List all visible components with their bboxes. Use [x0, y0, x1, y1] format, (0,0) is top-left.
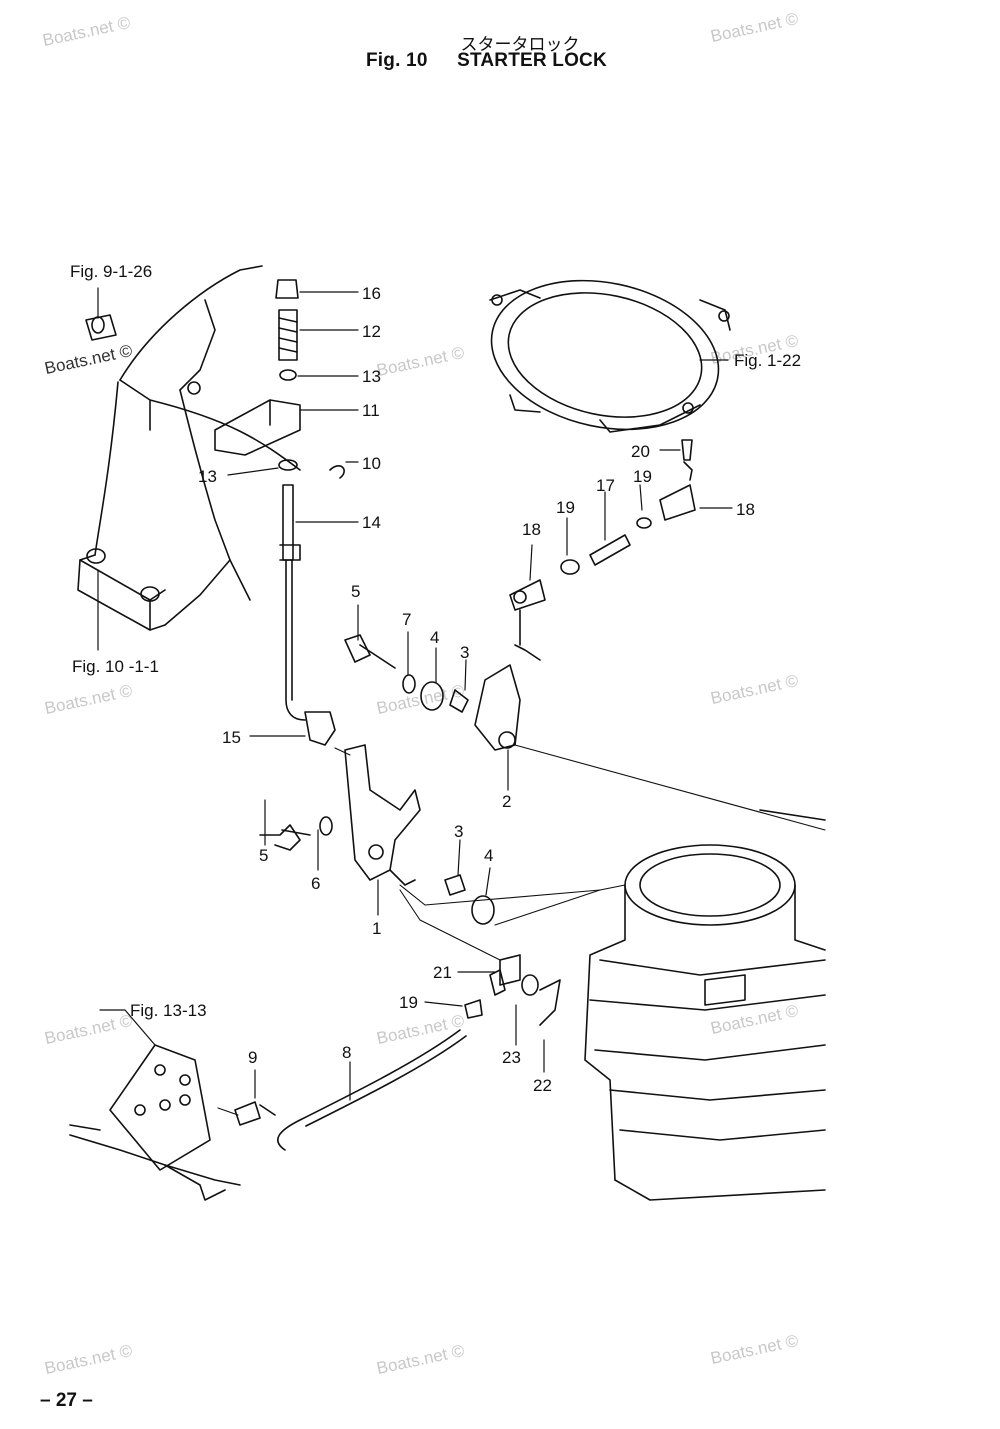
callout-8: 8	[342, 1043, 352, 1062]
figure-number: Fig. 10	[366, 50, 428, 71]
callout-16: 16	[362, 284, 381, 303]
callout-11: 11	[362, 401, 380, 420]
bracket-1-assembly	[259, 711, 421, 886]
callout-18: 18	[736, 500, 755, 519]
callout-19: 19	[399, 993, 418, 1012]
callout-1: 1	[372, 919, 382, 938]
figure-name: STARTER LOCK	[457, 50, 607, 71]
callout-19: 19	[633, 467, 652, 486]
bolt-stack-upper	[344, 634, 541, 751]
callout-23: 23	[502, 1048, 521, 1067]
reference-fig-1-22: Fig. 1-22	[734, 351, 802, 370]
upper-right-linkage	[509, 439, 696, 646]
callout-10: 10	[362, 454, 381, 473]
callout-18: 18	[522, 520, 541, 539]
title-japanese: スタータロック	[460, 35, 580, 55]
callout-6: 6	[311, 874, 321, 893]
callout-21: 21	[433, 963, 452, 982]
engine-block-outline	[584, 809, 826, 1201]
upper-lever-assembly	[214, 279, 345, 721]
callout-15: 15	[222, 728, 241, 747]
leader-lines	[97, 287, 733, 1101]
callout-3: 3	[454, 822, 464, 841]
figure-title: Fig. 10 STARTER LOCK	[366, 50, 607, 72]
callout-17: 17	[596, 476, 615, 495]
mount-bracket-outline	[77, 265, 301, 631]
callout-7: 7	[402, 610, 412, 629]
callout-3: 3	[460, 643, 470, 662]
callout-2: 2	[502, 792, 512, 811]
callout-5: 5	[259, 846, 269, 865]
reference-fig-10-1-1: Fig. 10 -1-1	[72, 657, 159, 676]
reference-fig-13-13: Fig. 13-13	[130, 1001, 207, 1020]
callout-4: 4	[484, 846, 494, 865]
callout-5: 5	[351, 582, 361, 601]
callout-9: 9	[248, 1048, 258, 1067]
callout-13: 13	[362, 367, 381, 386]
callout-4: 4	[430, 628, 440, 647]
callout-22: 22	[533, 1076, 552, 1095]
reference-fig-9-1-26: Fig. 9-1-26	[70, 262, 153, 281]
page-number: – 27 –	[40, 1390, 93, 1411]
lower-bracket-outline	[69, 1044, 241, 1201]
lower-linkage	[234, 874, 561, 1151]
callout-14: 14	[362, 513, 381, 532]
starter-ring-outline	[489, 279, 731, 433]
callout-13: 13	[198, 467, 217, 486]
callout-19: 19	[556, 498, 575, 517]
assembly-guide-lines	[217, 744, 826, 1116]
callout-12: 12	[362, 322, 381, 341]
callout-20: 20	[631, 442, 650, 461]
